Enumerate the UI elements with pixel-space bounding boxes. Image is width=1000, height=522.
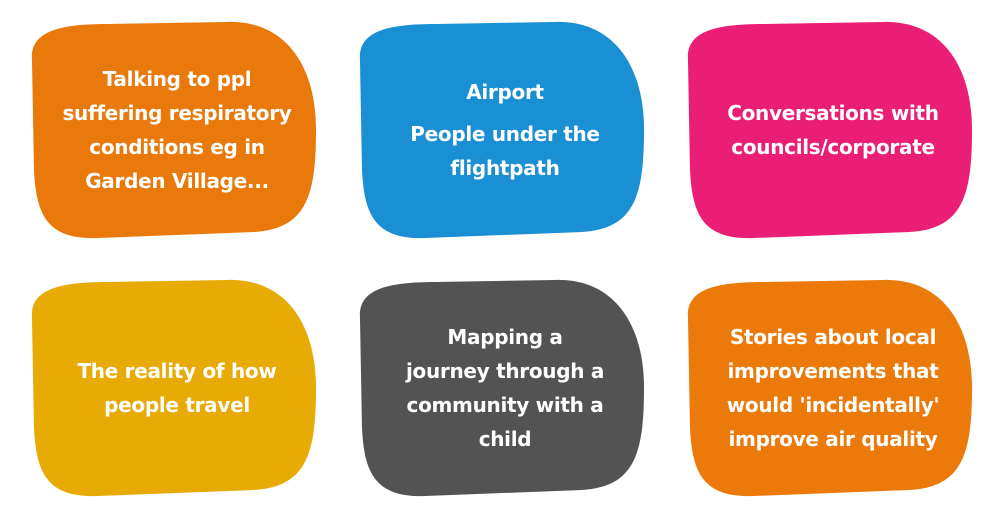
note-line: Stories about local [729, 325, 937, 349]
sticky-note: Stories about local improvements that woul… [684, 278, 974, 498]
note-line: people travel [104, 393, 250, 417]
note-shape [359, 21, 645, 239]
note-line: People under the [410, 122, 600, 146]
note-line: suffering respiratory [62, 101, 292, 125]
note-line: The reality of how [77, 359, 277, 383]
note-line: improve air quality [728, 427, 938, 451]
note-line: community with a [406, 393, 604, 417]
note-line: child [478, 427, 532, 451]
note-line: Talking to ppl [102, 67, 252, 91]
sticky-note: Mapping a journey through a community with… [356, 278, 646, 498]
note-line: flightpath [450, 156, 560, 180]
note-text: Stories about local improvements that woul… [698, 278, 968, 498]
note-shape [31, 279, 317, 497]
sticky-note: The reality of how people travel [28, 278, 318, 498]
note-line: would 'incidentally' [726, 393, 940, 417]
note-line: journey through a [405, 359, 605, 383]
note-line: Mapping a [447, 325, 563, 349]
note-text: The reality of how people travel [42, 278, 312, 498]
sticky-note: Talking to ppl suffering respiratory condi… [28, 20, 318, 240]
note-text: Conversations with councils/corporate [698, 20, 968, 240]
note-shape [687, 21, 973, 239]
note-shape [31, 21, 317, 239]
note-line: Garden Village... [85, 169, 269, 193]
note-line: councils/corporate [731, 135, 935, 159]
note-line: Airport [466, 80, 544, 104]
sticky-note: Conversations with councils/corporate [684, 20, 974, 240]
note-shape [359, 279, 645, 497]
note-line: conditions eg in [89, 135, 265, 159]
note-text: Mapping a journey through a community with… [370, 278, 640, 498]
note-line: improvements that [727, 359, 939, 383]
note-shape [687, 279, 973, 497]
note-text: Talking to ppl suffering respiratory condi… [42, 20, 312, 240]
note-line: Conversations with [727, 101, 939, 125]
